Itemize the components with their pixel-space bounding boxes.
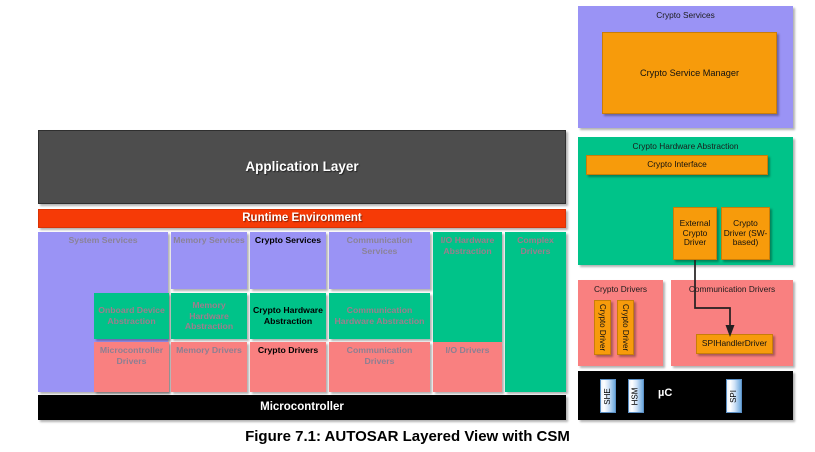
bsw-cell-io-drivers: I/O Drivers	[433, 342, 502, 392]
bsw-cell-crypto-hardware-abstraction: Crypto Hardware Abstraction	[250, 293, 326, 339]
crypto-service-manager-block: Crypto Service Manager	[602, 32, 777, 114]
hsm-chip-block: HSM	[628, 379, 644, 413]
spi-label: SPI	[728, 389, 738, 403]
external-crypto-driver-block: External Crypto Driver	[673, 207, 717, 260]
basic-software-grid: System Services Memory Services Crypto S…	[38, 232, 566, 392]
panel-crypto-hardware-abstraction-title: Crypto Hardware Abstraction	[632, 141, 739, 151]
panel-crypto-drivers-title: Crypto Drivers	[593, 284, 647, 294]
bsw-cell-onboard-device-abstraction: Onboard Device Abstraction	[94, 293, 169, 339]
bsw-cell-io-hardware-abstraction: I/O Hardware Abstraction	[433, 232, 502, 342]
she-chip-block: SHE	[600, 379, 616, 413]
external-crypto-driver-to-spi-arrow	[694, 260, 735, 337]
panel-communication-drivers: Communication Drivers SPIHandlerDriver	[671, 280, 793, 366]
spi-chip-block: SPI	[726, 379, 742, 413]
crypto-driver-block-1: Crypto Driver	[594, 300, 611, 355]
bsw-cell-communication-hardware-abstraction: Communication Hardware Abstraction	[329, 293, 430, 339]
she-label: SHE	[602, 387, 612, 405]
bsw-cell-crypto-services: Crypto Services	[250, 232, 326, 289]
crypto-interface-block: Crypto Interface	[586, 155, 768, 175]
bsw-cell-complex-drivers: Complex Drivers	[505, 232, 566, 392]
hsm-label: HSM	[630, 387, 640, 405]
bsw-cell-memory-drivers: Memory Drivers	[171, 342, 247, 392]
bsw-cell-crypto-drivers: Crypto Drivers	[250, 342, 326, 392]
panel-crypto-drivers: Crypto Drivers Crypto Driver Crypto Driv…	[578, 280, 663, 366]
bsw-cell-communication-services: Communication Services	[329, 232, 430, 289]
panel-crypto-services-title: Crypto Services	[656, 10, 715, 20]
crypto-detail-view: Crypto Services Crypto Service Manager C…	[578, 6, 800, 420]
bsw-cell-memory-services: Memory Services	[171, 232, 247, 289]
bsw-cell-microcontroller-drivers: Microcontroller Drivers	[94, 342, 169, 392]
application-layer-block: Application Layer	[38, 130, 566, 204]
bsw-cell-memory-hardware-abstraction: Memory Hardware Abstraction	[171, 293, 247, 339]
panel-crypto-services: Crypto Services Crypto Service Manager	[578, 6, 793, 128]
microcontroller-uc-label: µC	[658, 387, 673, 399]
autosar-layered-view: Application Layer Runtime Environment Sy…	[38, 130, 566, 420]
crypto-driver-block-2: Crypto Driver	[617, 300, 634, 355]
crypto-driver-sw-based-block: Crypto Driver (SW-based)	[721, 207, 770, 260]
panel-communication-drivers-title: Communication Drivers	[688, 284, 776, 294]
spi-handler-driver-block: SPIHandlerDriver	[696, 334, 773, 354]
panel-crypto-hardware-abstraction: Crypto Hardware Abstraction Crypto Inter…	[578, 137, 793, 265]
runtime-environment-block: Runtime Environment	[38, 209, 566, 228]
bsw-cell-communication-drivers: Communication Drivers	[329, 342, 430, 392]
figure-caption: Figure 7.1: AUTOSAR Layered View with CS…	[245, 428, 570, 445]
panel-microcontroller-hardware: SHE HSM µC SPI	[578, 371, 793, 420]
microcontroller-block: Microcontroller	[38, 395, 566, 420]
